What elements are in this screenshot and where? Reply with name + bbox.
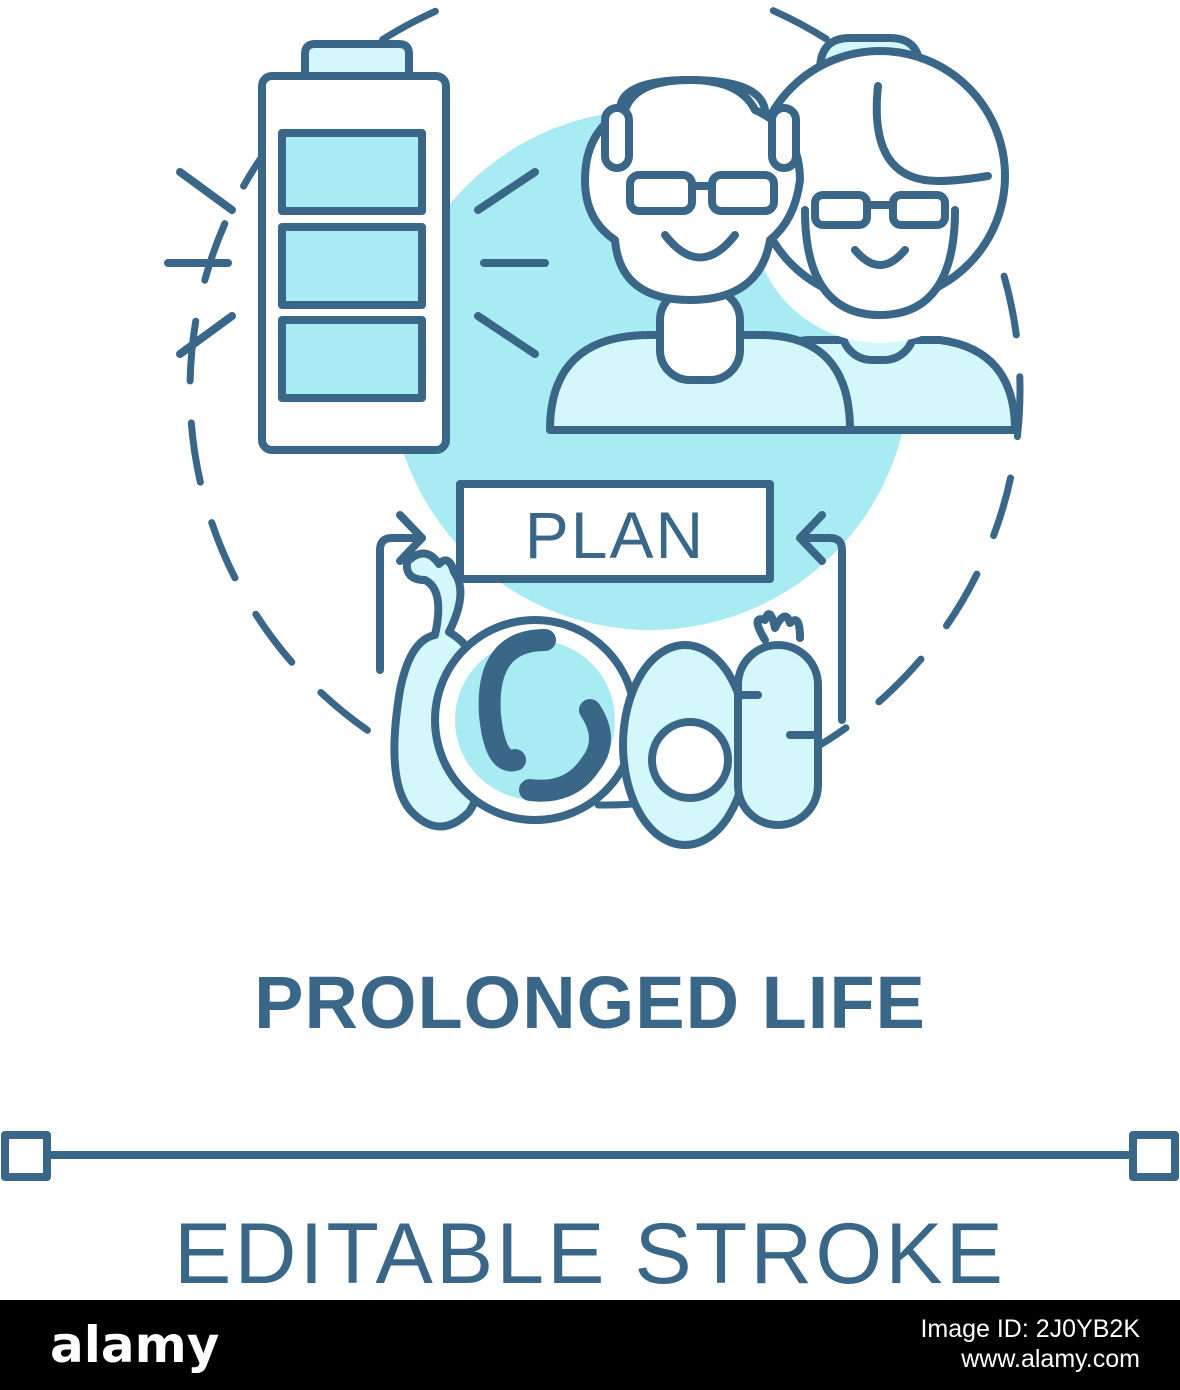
plan-box: [456, 480, 774, 583]
editable-stroke-line: [1, 1131, 1179, 1181]
footer-info: Image ID: 2J0YB2K www.alamy.com: [920, 1314, 1140, 1374]
page-title: PROLONGED LIFE: [254, 961, 926, 1044]
plan-label: PLAN: [525, 498, 705, 572]
stock-footer-bar: alamy Image ID: 2J0YB2K www.alamy.com: [0, 1300, 1180, 1390]
refresh-arrows-icon: [376, 511, 846, 724]
prolonged-life-illustration: PLAN: [1, 0, 1179, 1181]
food-icon: [390, 549, 822, 849]
alamy-logo: alamy: [50, 1316, 220, 1374]
elderly-couple-icon: [546, 34, 1019, 434]
site-link[interactable]: www.alamy.com: [961, 1345, 1140, 1373]
image-id-text: Image ID: 2J0YB2K: [920, 1315, 1140, 1343]
battery-icon: [258, 40, 450, 454]
energy-rays: [164, 168, 549, 358]
editable-stroke-label: EDITABLE STROKE: [174, 1206, 1006, 1302]
